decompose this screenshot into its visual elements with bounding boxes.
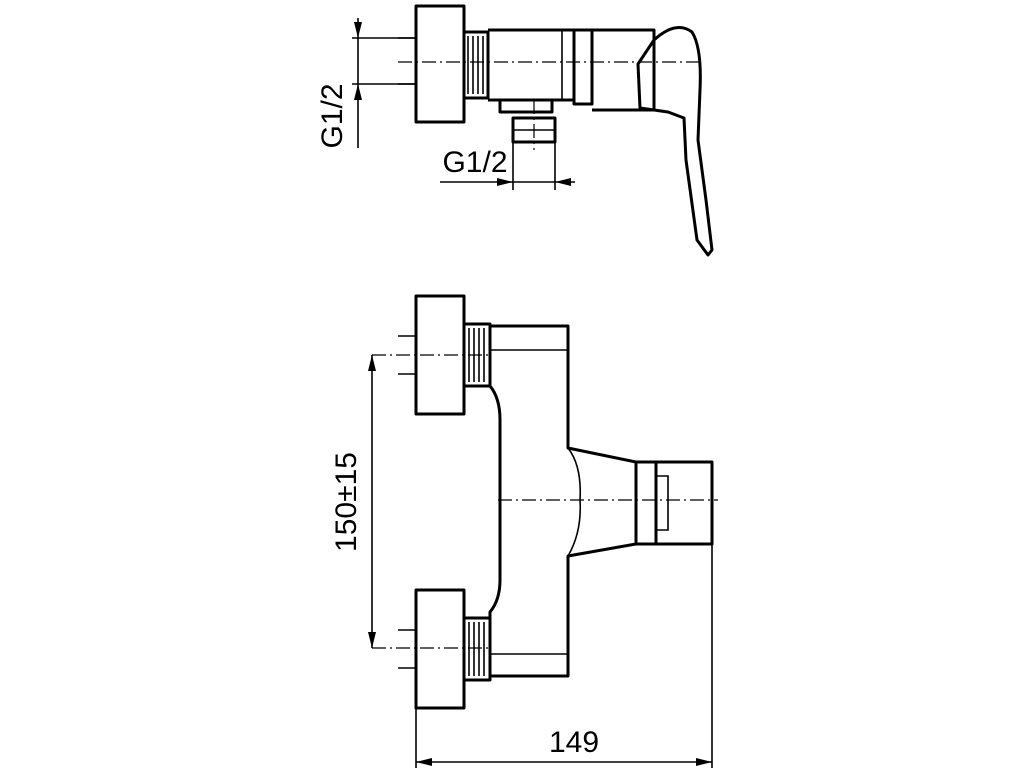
front-width-dimension: 149 xyxy=(415,544,713,768)
side-lever-handle xyxy=(636,26,714,257)
front-cartridge-collar xyxy=(634,460,658,546)
side-wall-flange xyxy=(414,4,466,124)
front-lever-end xyxy=(656,460,714,546)
side-nut-threads xyxy=(467,36,484,94)
side-cartridge-housing xyxy=(592,28,656,112)
front-spacing-dimension: 150±15 xyxy=(330,355,376,648)
front-mixer-body xyxy=(488,324,638,678)
side-inlet-thread-label: G1/2 xyxy=(316,83,349,148)
side-inlet-thread-dimension: G1/2 xyxy=(316,18,416,149)
front-lower-nut xyxy=(462,616,492,682)
front-spacing-label: 150±15 xyxy=(330,452,363,552)
front-pipe-stubs xyxy=(398,335,416,669)
front-lower-flange xyxy=(414,588,466,710)
side-threaded-nut xyxy=(462,30,490,100)
side-outlet-thread-label: G1/2 xyxy=(442,146,507,179)
side-pipe-stubs xyxy=(398,37,416,85)
side-outlet-thread-dimension: G1/2 xyxy=(440,142,575,190)
front-view: 150±15 149 xyxy=(330,294,718,768)
side-body-collar xyxy=(572,28,594,106)
front-width-label: 149 xyxy=(549,726,599,759)
side-outlet-neck xyxy=(498,100,554,114)
side-view: G1/2 G1/2 xyxy=(316,4,714,257)
side-mixer-body xyxy=(488,28,576,102)
